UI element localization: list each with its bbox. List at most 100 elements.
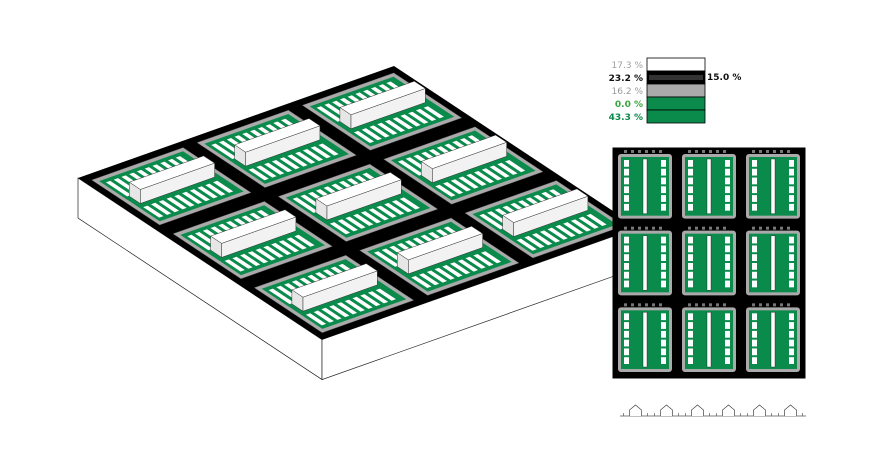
plan-plot [688, 271, 693, 279]
plan-plot [624, 322, 629, 329]
plan-parking [631, 226, 634, 230]
garden-plot [143, 205, 164, 218]
garden-plot [344, 299, 365, 312]
plan-parking [652, 303, 655, 307]
building-end [502, 214, 514, 238]
plan-parking [773, 150, 776, 153]
garden-plot [473, 254, 494, 267]
building-end [210, 235, 222, 258]
plan-plot [789, 254, 794, 261]
garden-plot [256, 165, 277, 178]
plan-plot [688, 168, 693, 176]
plan-plot [624, 263, 629, 270]
plan-border [612, 147, 806, 379]
garden-plot [240, 253, 261, 266]
garden-plot [524, 235, 545, 248]
garden-plot [481, 168, 502, 181]
plan-plot [661, 160, 666, 167]
plan-plot [789, 313, 794, 321]
garden-plot [263, 245, 284, 258]
plan-parking [702, 303, 705, 307]
plan-parking [645, 150, 648, 153]
garden-plot [248, 168, 269, 181]
plan-building [706, 158, 712, 214]
plan-plot [752, 236, 757, 244]
building-end [129, 181, 141, 204]
plan-plot [661, 322, 666, 329]
plan-parking [652, 150, 655, 153]
garden-plot [426, 270, 447, 283]
garden-plot [336, 302, 358, 315]
section-house [691, 404, 704, 416]
plan-plot [725, 357, 730, 364]
garden-plot [292, 197, 318, 213]
garden-plot [563, 222, 584, 235]
plan-parking [716, 150, 719, 153]
plan-plot [688, 245, 693, 253]
plan-plot [661, 177, 666, 185]
plan-parking [695, 303, 698, 307]
plan-plot [624, 236, 629, 244]
plan-parking [787, 150, 790, 153]
plan-plot [752, 322, 757, 329]
building-end [339, 107, 352, 130]
street-sections [620, 404, 806, 417]
garden-plot [166, 197, 187, 210]
garden-plot [578, 216, 599, 229]
plan-plot [661, 357, 666, 364]
plan-plot [661, 330, 666, 338]
garden-plot [224, 259, 245, 272]
garden-plot [205, 183, 226, 196]
plan-plot [688, 313, 693, 321]
plan-parking [624, 303, 627, 307]
garden-plot [434, 267, 455, 280]
plan-plot [688, 357, 693, 364]
plan-parking [759, 303, 762, 307]
garden-plot [539, 230, 561, 243]
plan-plot [624, 195, 629, 202]
legend-segment [646, 57, 706, 72]
plan-plot [661, 203, 666, 211]
garden-plot [279, 157, 300, 170]
plan-parking [723, 303, 726, 307]
plan-parking [759, 226, 762, 230]
plan-plot [624, 186, 629, 194]
garden-plot [187, 234, 213, 251]
plan-plot [661, 263, 666, 270]
building-end [291, 289, 304, 312]
plan-parking [702, 226, 705, 230]
garden-plot [497, 162, 518, 175]
plan-plot [661, 254, 666, 261]
garden-plot [516, 238, 537, 251]
plan-plot [624, 168, 629, 176]
plan-parking [766, 150, 769, 153]
plan-plot [688, 177, 693, 185]
garden-plot [189, 189, 210, 202]
plan-plot [752, 271, 757, 279]
legend-side-label: 15.0 % [707, 73, 741, 83]
plan-plot [789, 271, 794, 279]
plan-building [770, 235, 776, 291]
plan-plot [688, 236, 693, 244]
garden-plot [375, 288, 396, 301]
plan-plot [624, 348, 629, 356]
garden-plot [360, 294, 381, 307]
garden-plot [182, 191, 203, 204]
building-end [234, 144, 246, 167]
garden-plot [345, 216, 366, 229]
section-house [784, 404, 797, 416]
land-use-legend: 17.3 %23.2 %16.2 %0.0 %43.3 % 15.0 % [609, 57, 741, 124]
plan-plot [725, 339, 730, 347]
legend-label: 23.2 % [609, 74, 643, 84]
plan-plot [688, 348, 693, 356]
garden-plot [479, 213, 505, 230]
garden-plot [247, 251, 269, 264]
legend-label: 0.0 % [615, 100, 643, 110]
plan-parking [780, 150, 783, 153]
garden-plot [360, 211, 382, 224]
plan-plot [661, 245, 666, 253]
plan-plot [725, 168, 730, 176]
plan-parking [659, 303, 662, 307]
garden-plot [213, 180, 234, 193]
